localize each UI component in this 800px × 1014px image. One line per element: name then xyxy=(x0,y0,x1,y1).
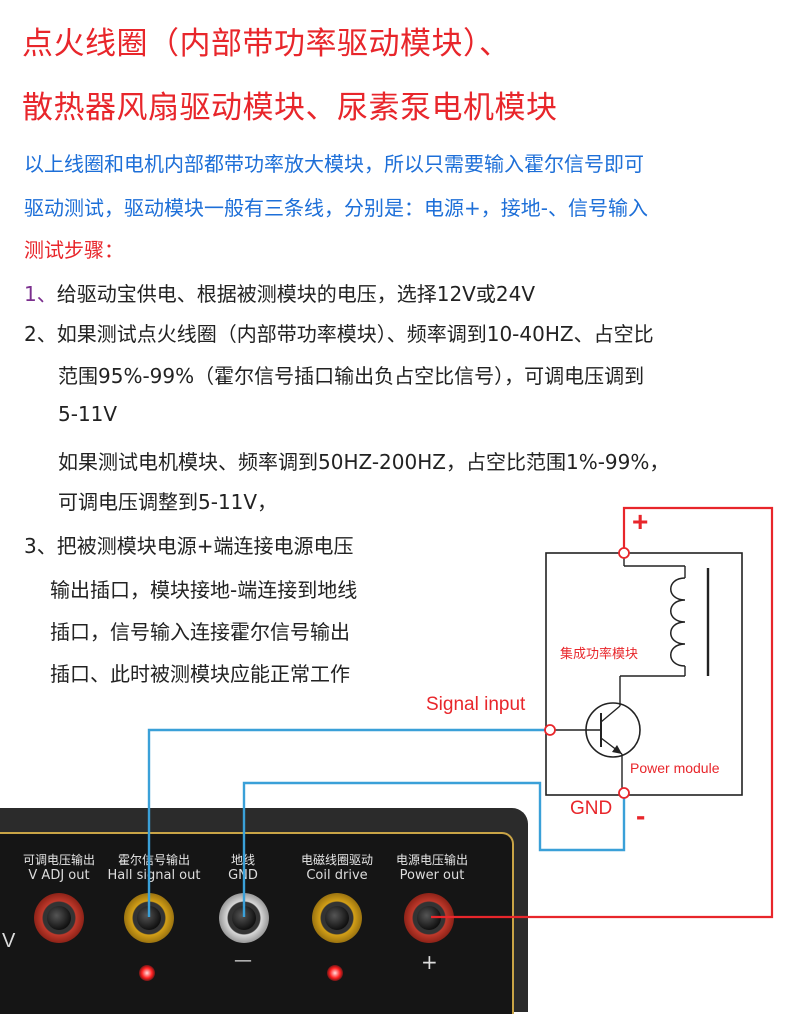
jack-vadj-out[interactable] xyxy=(34,893,84,943)
step-3-line-2: 输出插口，模块接地-端连接到地线 xyxy=(50,578,358,602)
step-2-line-4: 如果测试电机模块、频率调到50HZ-200HZ，占空比范围1%-99%， xyxy=(58,450,670,474)
step-1-text: 给驱动宝供电、根据被测模块的电压，选择12V或24V xyxy=(56,282,535,306)
step-3-line-1: 3、把被测模块电源+端连接电源电压 xyxy=(24,534,354,558)
power-module-box xyxy=(545,552,743,796)
minus-label: - xyxy=(636,800,646,831)
step-2-line-1: 2、如果测试点火线圈（内部带功率模块）、频率调到10-40HZ、占空比 xyxy=(24,322,654,346)
plus-label: + xyxy=(632,506,649,537)
heading-line-2: 散热器风扇驱动模块、尿素泵电机模块 xyxy=(22,90,558,126)
jack-label-coil-en: Coil drive xyxy=(306,868,368,883)
coil-led-indicator xyxy=(327,965,343,981)
signal-terminal-node xyxy=(544,724,556,736)
ground-wire xyxy=(242,781,626,917)
step-1-number: 1、 xyxy=(24,282,57,306)
transistor-emitter-arrow xyxy=(612,745,622,754)
jack-label-power-cn: 电源电压输出 xyxy=(395,853,468,867)
jack-hall-signal-out[interactable] xyxy=(124,893,174,943)
jack-coil-drive[interactable] xyxy=(312,893,362,943)
jack-label-power: 电源电压输出 Power out xyxy=(376,852,488,884)
signal-input-label: Signal input xyxy=(426,694,526,715)
hall-led-indicator xyxy=(139,965,155,981)
jack-label-vadj: 可调电压输出 V ADJ out xyxy=(3,852,115,884)
heading-line-1: 点火线圈（内部带功率驱动模块）、 xyxy=(22,26,511,62)
jack-label-hall: 霍尔信号输出 Hall signal out xyxy=(98,852,210,884)
intro-line-2: 驱动测试，驱动模块一般有三条线，分别是：电源+，接地-、信号输入 xyxy=(24,196,648,220)
jack-label-coil: 电磁线圈驱动 Coil drive xyxy=(281,852,393,884)
gnd-label: GND xyxy=(570,798,613,819)
signal-wire xyxy=(147,728,550,917)
transistor-collector xyxy=(600,705,621,723)
coil-windings xyxy=(670,577,686,667)
jack-label-coil-cn: 电磁线圈驱动 xyxy=(300,853,373,867)
jack-label-hall-cn: 霍尔信号输出 xyxy=(117,853,190,867)
jack-label-vadj-en: V ADJ out xyxy=(28,868,90,883)
step-2-line-5: 可调电压调整到5-11V， xyxy=(58,490,278,514)
jack-power-out[interactable] xyxy=(404,893,454,943)
jack-label-power-en: Power out xyxy=(399,868,465,883)
voltage-edge-label: V xyxy=(2,930,16,952)
gnd-terminal-node xyxy=(618,787,630,799)
module-label-en: Power module xyxy=(630,760,720,776)
step-3-line-4: 插口、此时被测模块应能正常工作 xyxy=(50,662,350,686)
step-1: 1、给驱动宝供电、根据被测模块的电压，选择12V或24V xyxy=(24,278,535,307)
step-2-line-2: 范围95%-99%（霍尔信号插口输出负占空比信号），可调电压调到 xyxy=(58,364,645,388)
steps-title: 测试步骤： xyxy=(24,238,124,262)
gnd-sign: — xyxy=(234,950,252,971)
jack-label-vadj-cn: 可调电压输出 xyxy=(22,853,95,867)
jack-label-hall-en: Hall signal out xyxy=(107,868,201,883)
power-wire xyxy=(431,506,774,919)
step-3-line-3: 插口，信号输入连接霍尔信号输出 xyxy=(50,620,350,644)
plus-terminal-node xyxy=(618,547,630,559)
module-label-cn: 集成功率模块 xyxy=(560,647,639,662)
power-sign: + xyxy=(421,950,438,974)
intro-line-1: 以上线圈和电机内部都带功率放大模块，所以只需要输入霍尔信号即可 xyxy=(24,152,644,176)
step-2-line-3: 5-11V xyxy=(58,402,118,426)
